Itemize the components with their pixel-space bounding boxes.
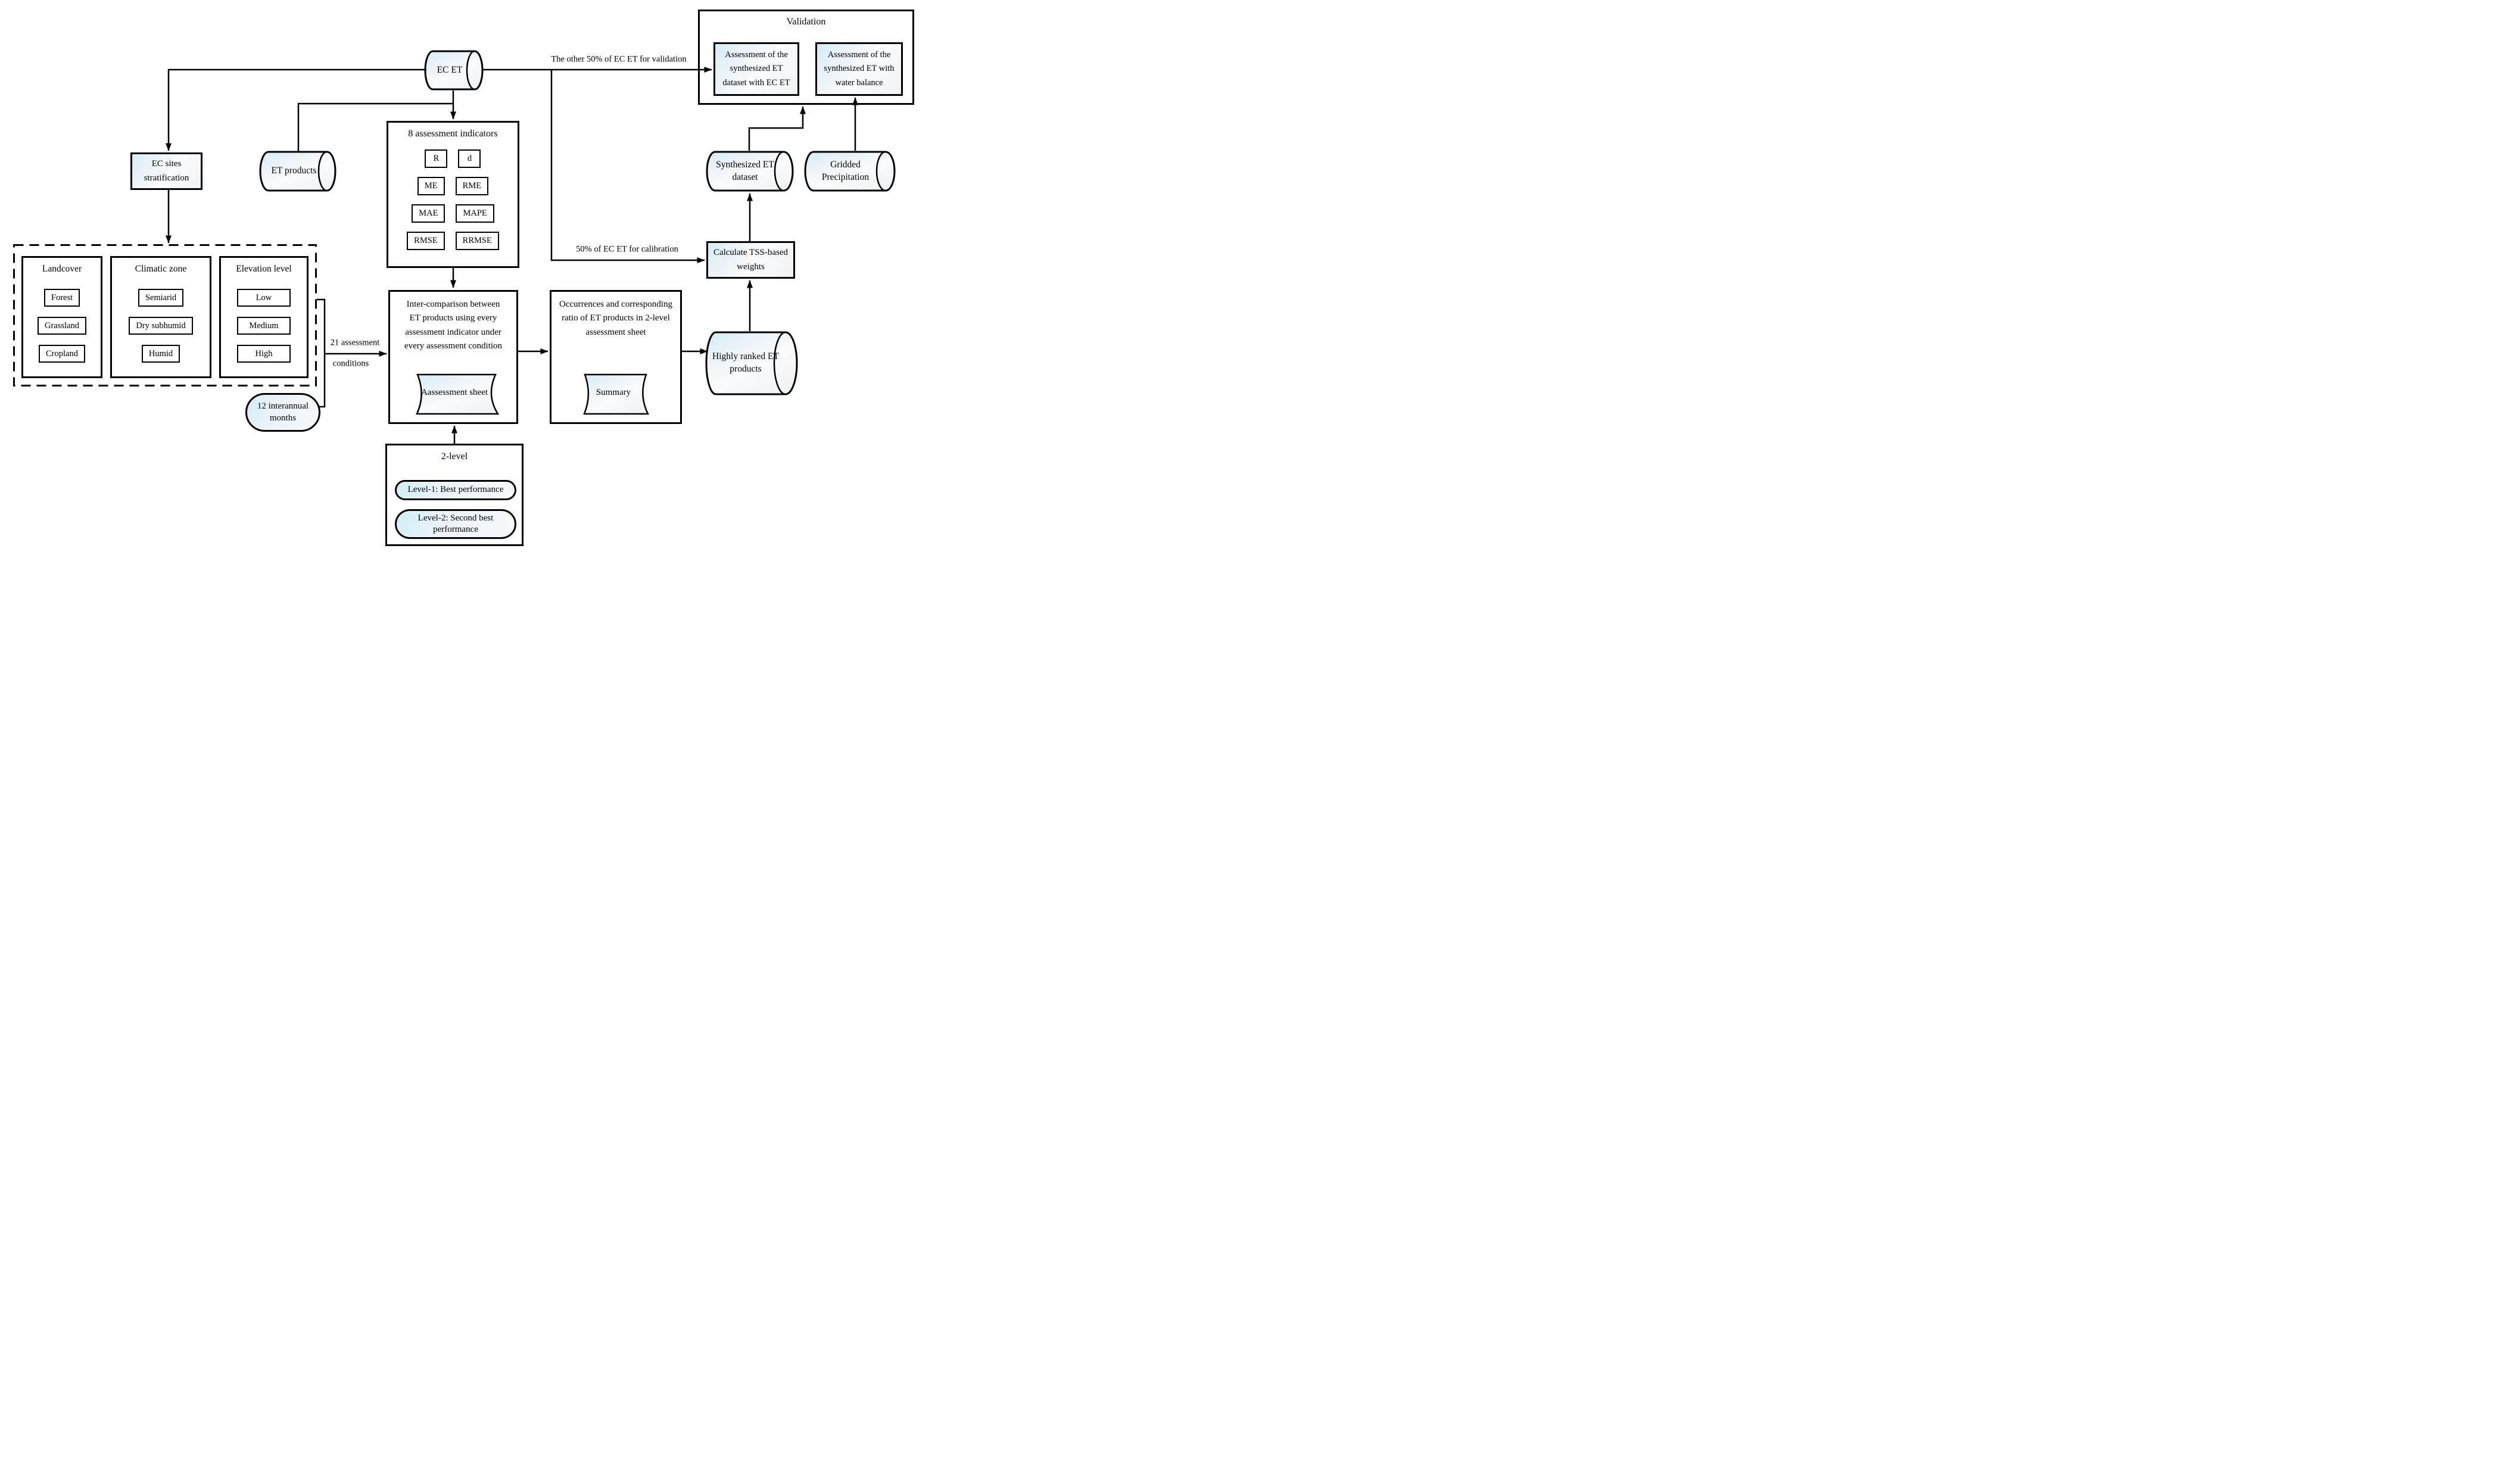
edge-conditions-bracket: [317, 298, 326, 408]
synthesized-et-label: Synthesized ET dataset: [716, 159, 774, 182]
assessment-ec-et-box: Assessment of the synthesized ET dataset…: [713, 42, 799, 96]
synthesized-et-cylinder: Synthesized ET dataset: [706, 151, 796, 192]
indicator-chip-r: R: [425, 149, 448, 168]
assessment-water-balance-text: Assessment of the synthesized ET with wa…: [824, 50, 895, 88]
cylinder-shape: [259, 151, 336, 192]
validation-title: Validation: [786, 17, 826, 27]
ec-sites-stratification-text: EC sites stratification: [144, 159, 189, 183]
cylinder-shape: [804, 151, 896, 192]
ec-sites-stratification-box: EC sites stratification: [130, 152, 202, 190]
intercomparison-box: Inter-comparison between ET products usi…: [388, 290, 518, 424]
indicator-chip-rmse: RMSE: [407, 232, 445, 250]
interannual-months-text: 12 interannual months: [257, 401, 309, 423]
assessment-ec-et-text: Assessment of the synthesized ET dataset…: [722, 50, 790, 88]
chip-medium: Medium: [237, 317, 291, 335]
level1-stadium: Level-1: Best performance: [395, 480, 516, 500]
highly-ranked-label: Highly ranked ET products: [712, 351, 779, 374]
summary-document: Summary: [579, 373, 650, 416]
two-level-title: 2-level: [441, 451, 468, 462]
calc-tss-box: Calculate TSS-based weights: [706, 241, 795, 279]
assessment-sheet-document: Aassessment sheet: [412, 373, 500, 416]
highly-ranked-cylinder: Highly ranked ET products: [705, 331, 802, 395]
chip-semiarid: Semiarid: [138, 289, 184, 307]
chip-humid: Humid: [141, 345, 180, 363]
edge-ecet-to-calctss: [550, 70, 705, 263]
level2-stadium: Level-2: Second best performance: [395, 509, 516, 539]
gridded-precipitation-label: Gridded Precipitation: [821, 159, 870, 182]
et-products-cylinder: ET products: [259, 151, 339, 192]
indicator-chip-mae: MAE: [412, 204, 445, 223]
chip-low: Low: [237, 289, 291, 307]
chip-dry-subhumid: Dry subhumid: [129, 317, 193, 335]
label-conditions-line2: conditions: [332, 358, 369, 369]
occurrences-text: Occurrences and corresponding ratio of E…: [559, 300, 672, 337]
edge-synthesized-to-validation: [748, 106, 806, 151]
chip-forest: Forest: [43, 289, 80, 307]
level2-text: Level-2: Second best performance: [417, 513, 494, 535]
interannual-months-stadium: 12 interannual months: [245, 393, 320, 432]
occurrences-box: Occurrences and corresponding ratio of E…: [550, 290, 682, 424]
chip-cropland: Cropland: [39, 345, 85, 363]
landcover-group: Landcover Forest Grassland Cropland: [21, 256, 102, 378]
label-conditions-line1: 21 assessment: [330, 338, 380, 348]
indicators-grid: R d ME RME MAE MAPE RMSE RRMSE: [407, 149, 499, 250]
climatic-zone-title: Climatic zone: [135, 264, 187, 274]
indicator-chip-rrmse: RRMSE: [455, 232, 499, 250]
indicator-chip-rme: RME: [455, 177, 489, 195]
climatic-zone-group: Climatic zone Semiarid Dry subhumid Humi…: [110, 256, 211, 378]
ec-et-label: EC ET: [437, 64, 463, 75]
et-products-label: ET products: [271, 166, 317, 176]
assessment-water-balance-box: Assessment of the synthesized ET with wa…: [815, 42, 903, 96]
gridded-precipitation-cylinder: Gridded Precipitation: [804, 151, 899, 192]
indicator-chip-d: d: [458, 149, 481, 168]
label-validation-split: The other 50% of EC ET for validation: [551, 54, 687, 64]
summary-label: Summary: [596, 387, 631, 397]
calc-tss-text: Calculate TSS-based weights: [713, 248, 789, 272]
level1-text: Level-1: Best performance: [407, 485, 504, 495]
indicators-box: 8 assessment indicators R d ME RME MAE M…: [387, 121, 519, 268]
indicator-chip-me: ME: [417, 177, 445, 195]
indicator-chip-mape: MAPE: [456, 204, 494, 223]
two-level-box: 2-level Level-1: Best performance Level-…: [385, 444, 523, 546]
intercomparison-text: Inter-comparison between ET products usi…: [404, 300, 503, 351]
flowchart-canvas: The other 50% of EC ET for validation 50…: [0, 0, 920, 547]
chip-high: High: [237, 345, 291, 363]
label-calibration-split: 50% of EC ET for calibration: [576, 244, 678, 254]
indicators-title: 8 assessment indicators: [408, 129, 498, 139]
cylinder-shape: [705, 331, 798, 395]
cylinder-shape: [706, 151, 794, 192]
landcover-title: Landcover: [42, 264, 82, 274]
chip-grassland: Grassland: [38, 317, 86, 335]
document-shape: [583, 373, 650, 415]
assessment-sheet-label: Aassessment sheet: [420, 387, 488, 397]
elevation-level-title: Elevation level: [236, 264, 292, 274]
ec-et-cylinder: EC ET: [424, 50, 485, 91]
document-shape: [416, 373, 500, 415]
elevation-level-group: Elevation level Low Medium High: [219, 256, 309, 378]
